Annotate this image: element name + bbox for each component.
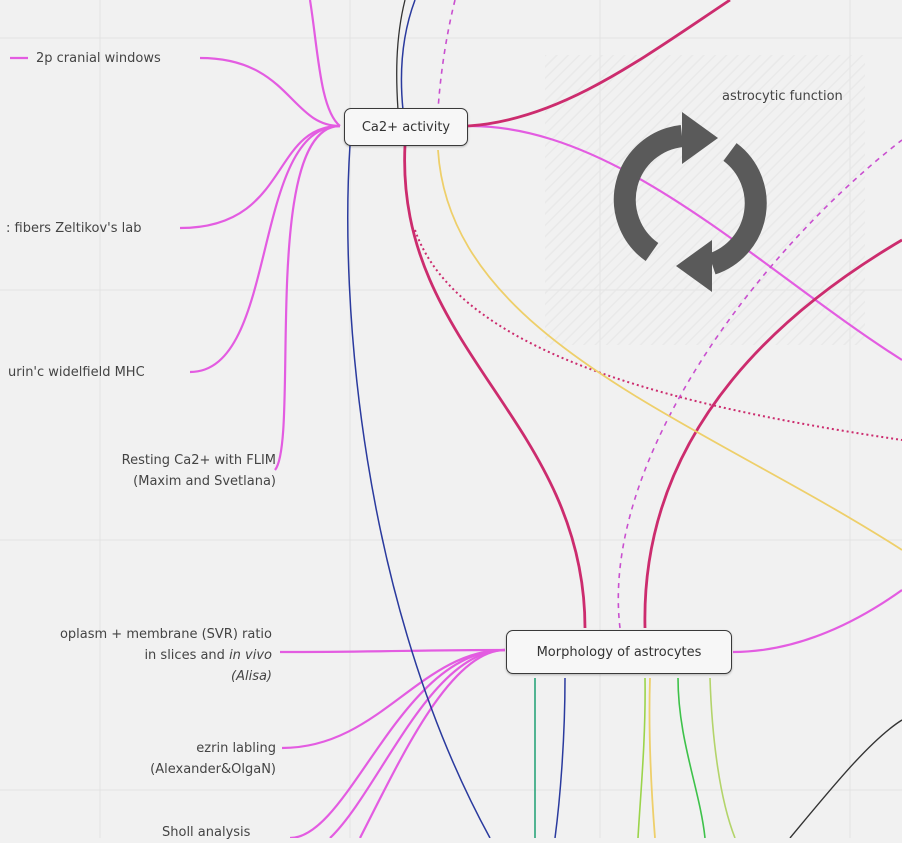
yellow-connectors (437, 149, 902, 838)
label-svr-ratio: oplasm + membrane (SVR) ratio in slices … (60, 624, 272, 687)
label-resting-line1: Resting Ca2+ with FLIM (121, 453, 276, 468)
dark-connector-bottom (789, 719, 902, 838)
label-cranial-windows: 2p cranial windows (36, 51, 161, 66)
navy-connectors (347, 0, 566, 838)
label-svr-line3: (Alisa) (231, 669, 272, 684)
magenta-connectors-top (10, 0, 902, 471)
label-ezrin-line1: ezrin labling (196, 741, 276, 756)
green-connectors (534, 677, 736, 838)
label-svr-line1: oplasm + membrane (SVR) ratio (59, 627, 272, 642)
label-svr-line2: in slices and in vivo (60, 645, 272, 666)
label-resting-ca: Resting Ca2+ with FLIM (Maxim and Svetla… (122, 450, 276, 492)
refresh-cycle-icon (613, 112, 767, 292)
label-svr-line2-b: in vivo (229, 648, 272, 663)
magenta-connectors-bottom (279, 589, 902, 838)
label-ezrin: ezrin labling (Alexander&OlgaN) (150, 738, 276, 780)
label-resting-line2: (Maxim and Svetlana) (133, 474, 276, 489)
label-svr-line2-a: in slices and (144, 648, 230, 663)
node-morphology-of-astrocytes[interactable]: Morphology of astrocytes (506, 630, 732, 674)
label-ezrin-line2: (Alexander&OlgaN) (150, 762, 276, 777)
label-widefield: urin'c widelfield MHC (8, 365, 145, 380)
dark-connector-top (396, 0, 406, 111)
node-ca-activity[interactable]: Ca2+ activity (344, 108, 468, 146)
label-astrocytic-function: astrocytic function (722, 89, 843, 104)
label-sholl-analysis: Sholl analysis (162, 825, 251, 840)
purple-dashed-connectors (437, 0, 902, 629)
crimson-connectors (403, 0, 902, 629)
label-fibers: : fibers Zeltikov's lab (6, 221, 142, 236)
